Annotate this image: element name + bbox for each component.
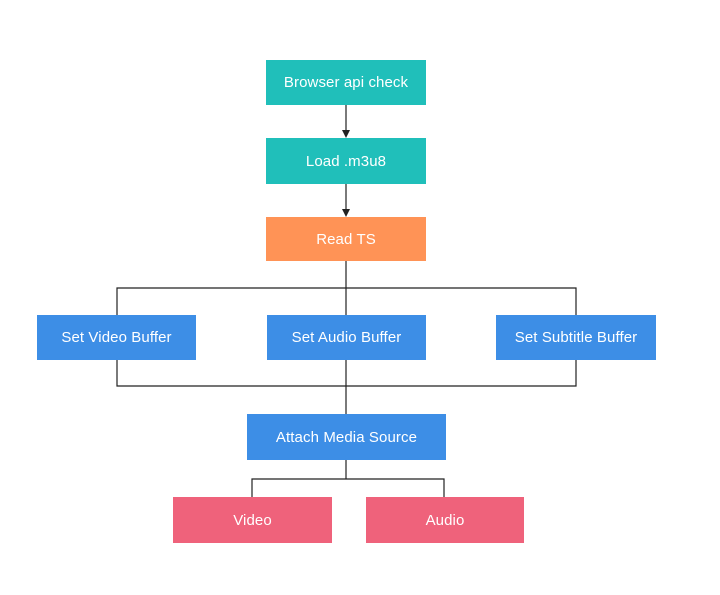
audio-node: Audio xyxy=(366,497,524,543)
audio-label: Audio xyxy=(425,511,465,529)
load-m3u8-label: Load .m3u8 xyxy=(305,152,387,170)
set-video-buffer-label: Set Video Buffer xyxy=(61,329,172,346)
set-video-buffer-node: Set Video Buffer xyxy=(37,315,196,360)
set-subtitle-buffer-label: Set Subtitle Buffer xyxy=(514,329,638,346)
browser-api-check-label: Browser api check xyxy=(283,74,409,91)
set-subtitle-buffer-node: Set Subtitle Buffer xyxy=(496,315,656,360)
line-output-bracket xyxy=(251,478,445,497)
browser-api-check-node: Browser api check xyxy=(266,60,426,105)
line-top-bracket xyxy=(116,287,577,315)
attach-media-source-label: Attach Media Source xyxy=(275,428,418,446)
video-label: Video xyxy=(233,511,272,529)
set-audio-buffer-label: Set Audio Buffer xyxy=(291,329,402,346)
attach-media-source-node: Attach Media Source xyxy=(247,414,446,460)
read-ts-node: Read TS xyxy=(266,217,426,261)
load-m3u8-node: Load .m3u8 xyxy=(266,138,426,184)
set-audio-buffer-node: Set Audio Buffer xyxy=(267,315,426,360)
read-ts-label: Read TS xyxy=(316,230,376,248)
video-node: Video xyxy=(173,497,332,543)
